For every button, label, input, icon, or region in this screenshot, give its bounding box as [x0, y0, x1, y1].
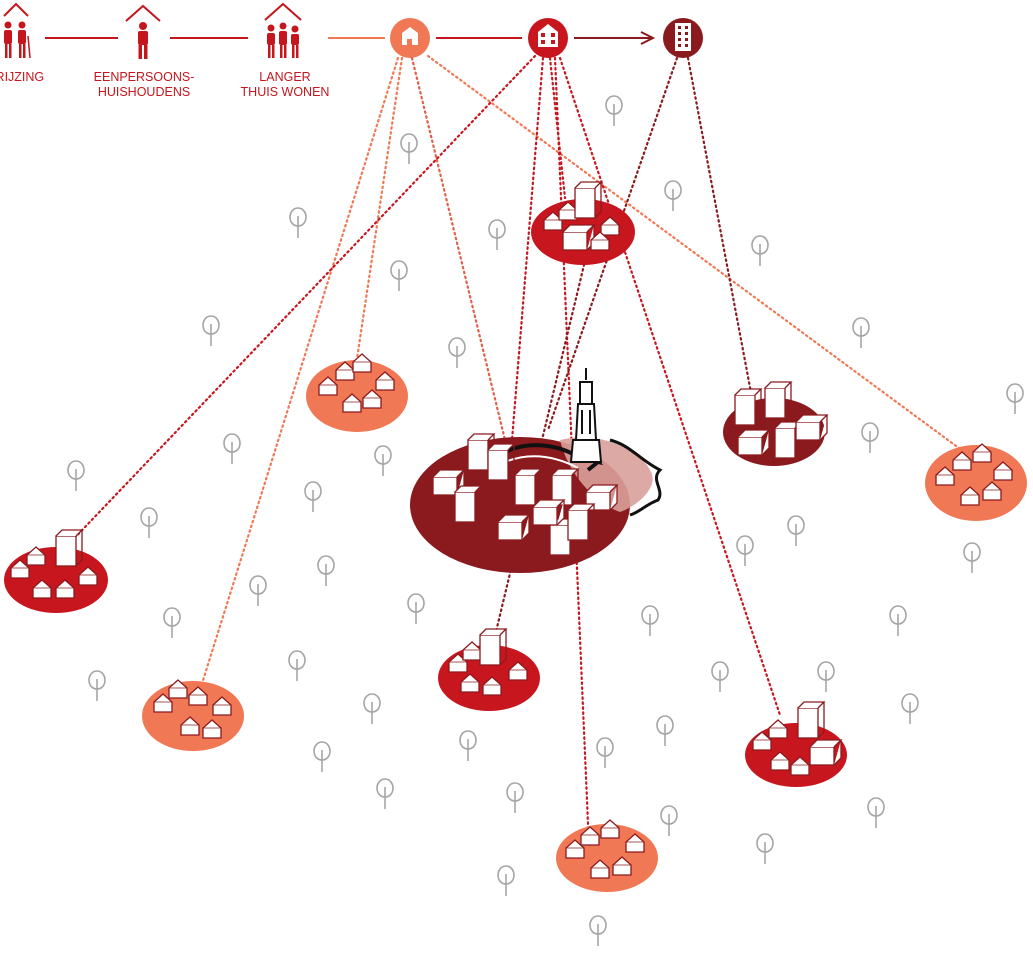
cluster-south — [556, 819, 658, 892]
flow-stage-label-langer-thuis-wonen: LANGER THUIS WONEN — [240, 70, 330, 99]
elderly-family-icon — [264, 2, 302, 58]
cluster-west-center — [306, 353, 408, 432]
cluster-east — [723, 381, 828, 466]
flow-connector — [45, 31, 656, 45]
tower-block-icon — [663, 18, 703, 58]
flow-stage-label-grijzing: GRIJZING — [0, 70, 45, 84]
cluster-far-east — [925, 443, 1027, 521]
single-person-icon — [125, 4, 161, 59]
flow-stage-label-eenpersoonshuishoudens: EENPERSOONS- HUISHOUDENS — [93, 70, 195, 99]
elderly-couple-icon — [3, 2, 31, 59]
dom-tower-icon — [569, 368, 603, 463]
apartment-icon — [528, 18, 568, 58]
cluster-south-east — [745, 701, 847, 787]
cluster-south-west — [142, 679, 244, 751]
cluster-north — [531, 181, 635, 265]
city-centre — [410, 433, 663, 573]
small-house-icon — [390, 18, 430, 58]
cluster-south-center — [438, 628, 540, 711]
cluster-far-west — [4, 529, 108, 613]
